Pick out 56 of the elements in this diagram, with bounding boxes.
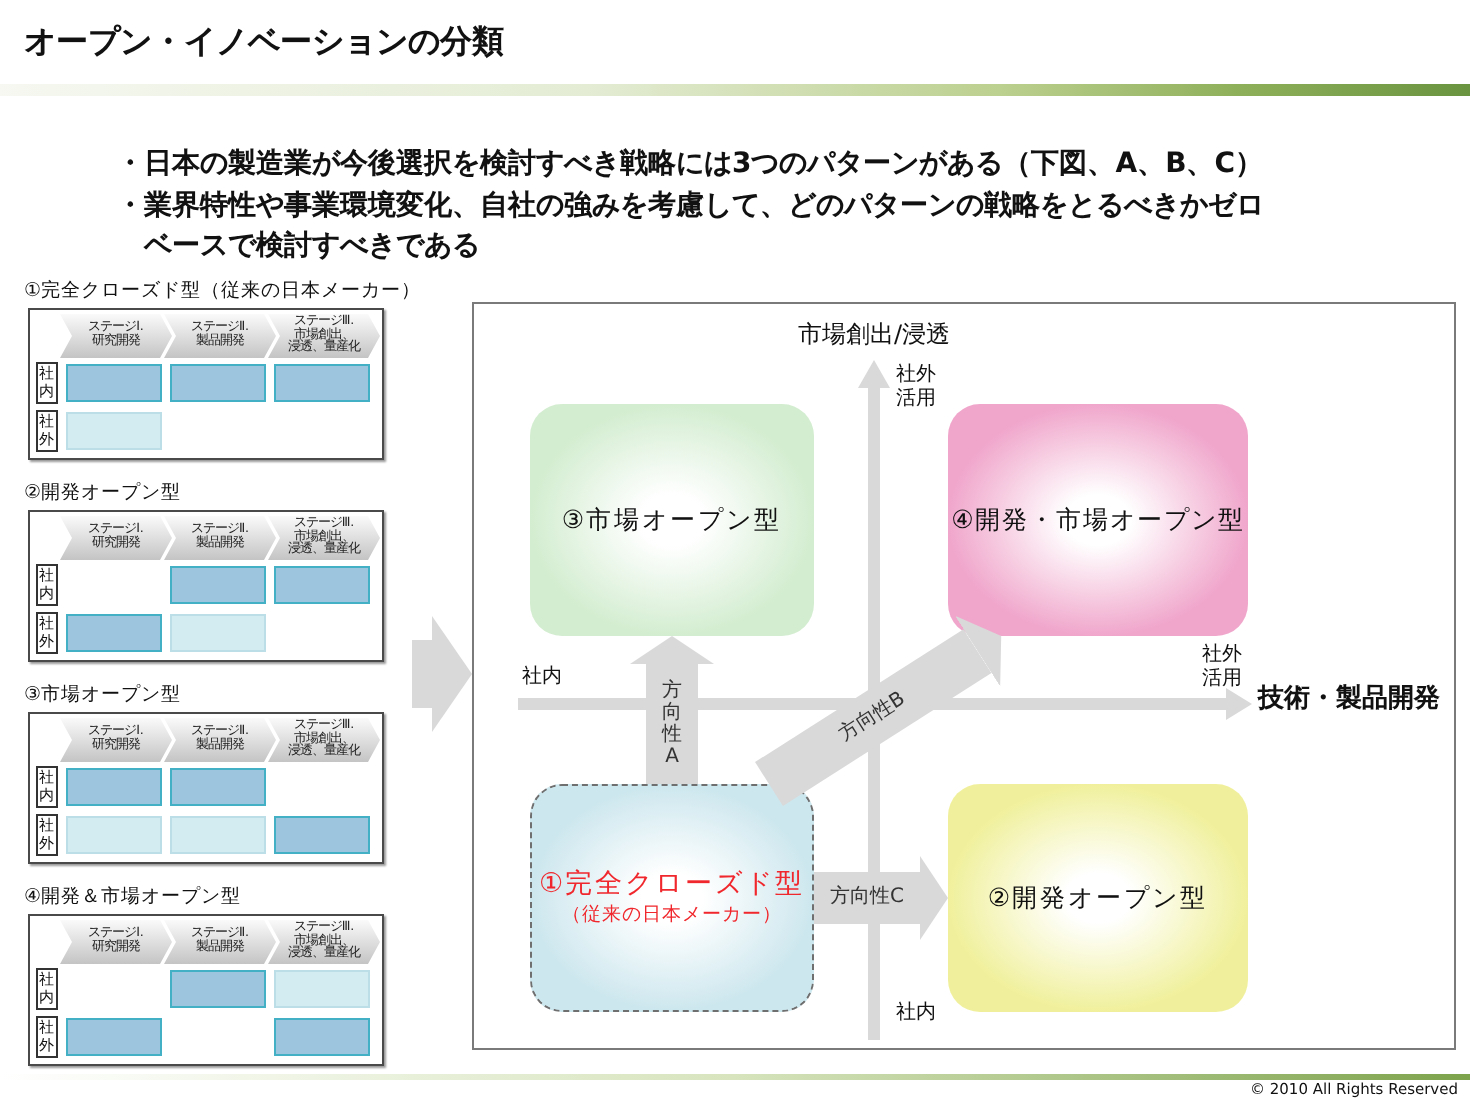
- block-arrow: [814, 856, 948, 940]
- pattern-heading: ④開発＆市場オープン型: [24, 886, 242, 910]
- shaded-cell: [170, 364, 266, 402]
- shaded-cell: [170, 970, 266, 1008]
- shaded-cell: [170, 768, 266, 806]
- stage-tag: [164, 314, 276, 358]
- quadrant-title: ④開発・市場オープン型: [951, 503, 1245, 537]
- axis-end-label: 社外活用: [896, 364, 938, 412]
- stage-tag: [164, 718, 276, 762]
- pattern-heading: ②開発オープン型: [24, 482, 182, 506]
- bullet-text: ・日本の製造業が今後選択を検討すべき戦略には3つのパターンがある（下図、A、B、C）: [116, 146, 1266, 184]
- matrix-frame: [472, 302, 1456, 1050]
- bullet-text: ・業界特性や事業環境変化、自社の強みを考慮して、どのパターンの戦略をとるべきかゼロベースで検討すべきである: [116, 187, 1266, 266]
- shaded-cell: [66, 412, 162, 450]
- quadrant-title: ②開発オープン型: [987, 881, 1209, 915]
- quadrant-box: [948, 404, 1248, 636]
- quadrant-box: [948, 784, 1248, 1012]
- stage-tag: [60, 920, 172, 964]
- stage-tag: [164, 516, 276, 560]
- axis-end-label: 社内: [896, 1002, 936, 1026]
- stage-tag: [60, 516, 172, 560]
- block-arrow: [412, 616, 472, 732]
- shaded-cell: [274, 364, 370, 402]
- shaded-cell: [66, 816, 162, 854]
- quadrant-title: ①完全クローズド型: [538, 868, 806, 904]
- shaded-cell: [66, 1018, 162, 1056]
- edge-label: 方向性C: [828, 886, 906, 910]
- stage-tag: [60, 314, 172, 358]
- slide-title: オープン・イノベーションの分類: [24, 22, 504, 62]
- shaded-cell: [274, 816, 370, 854]
- shaded-cell: [274, 566, 370, 604]
- quadrant-subtitle: （従来の日本メーカー）: [562, 903, 782, 928]
- block-arrow: [630, 636, 714, 784]
- stage-tag: [268, 516, 380, 560]
- axis-end-label: 社内: [522, 666, 562, 690]
- shaded-cell: [170, 566, 266, 604]
- stage-tag: [268, 314, 380, 358]
- shaded-cell: [66, 364, 162, 402]
- quadrant-title: ③市場オープン型: [561, 503, 783, 537]
- stage-tag: [268, 920, 380, 964]
- pattern-heading: ③市場オープン型: [24, 684, 182, 708]
- quadrant-box: [530, 784, 814, 1012]
- quadrant-box: [530, 404, 814, 636]
- shaded-cell: [66, 614, 162, 652]
- axis-title: 市場創出/浸透: [797, 320, 951, 349]
- stage-tag: [268, 718, 380, 762]
- axis-end-label: 社外活用: [1202, 644, 1244, 692]
- stage-tag: [60, 718, 172, 762]
- pattern-heading: ①完全クローズド型（従来の日本メーカー）: [24, 280, 422, 304]
- axis-title: 技術・製品開発: [1258, 684, 1440, 716]
- shaded-cell: [170, 816, 266, 854]
- shaded-cell: [170, 614, 266, 652]
- stage-tag: [164, 920, 276, 964]
- shaded-cell: [66, 768, 162, 806]
- shaded-cell: [274, 970, 370, 1008]
- shaded-cell: [274, 1018, 370, 1056]
